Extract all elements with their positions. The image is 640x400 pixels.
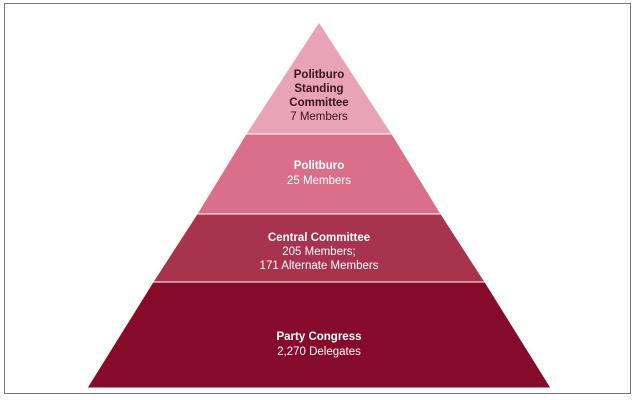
tier-detail-line: 7 Members bbox=[290, 111, 348, 123]
tier-party-congress-shape bbox=[86, 281, 552, 389]
tier-title-line: Standing bbox=[294, 83, 343, 95]
tier-detail-line: 25 Members bbox=[287, 175, 351, 187]
tier-central-committee: Central Committee 205 Members; 171 Alter… bbox=[152, 213, 486, 283]
tier-detail-line: 171 Alternate Members bbox=[260, 260, 379, 272]
tier-title-line: Central Committee bbox=[268, 232, 370, 244]
tier-party-congress: Party Congress 2,270 Delegates bbox=[86, 281, 552, 389]
tier-politburo: Politburo 25 Members bbox=[196, 133, 442, 215]
tier-detail-line: 2,270 Delegates bbox=[277, 346, 361, 358]
tier-title-line: Committee bbox=[289, 97, 348, 109]
tier-politburo-standing-committee: Politburo Standing Committee 7 Members bbox=[245, 21, 393, 135]
tier-detail-line: 205 Members; bbox=[282, 246, 356, 258]
tier-title-line: Politburo bbox=[294, 69, 344, 81]
tier-title-line: Politburo bbox=[294, 160, 344, 172]
tier-politburo-shape bbox=[196, 133, 442, 215]
tier-title-line: Party Congress bbox=[276, 331, 361, 343]
